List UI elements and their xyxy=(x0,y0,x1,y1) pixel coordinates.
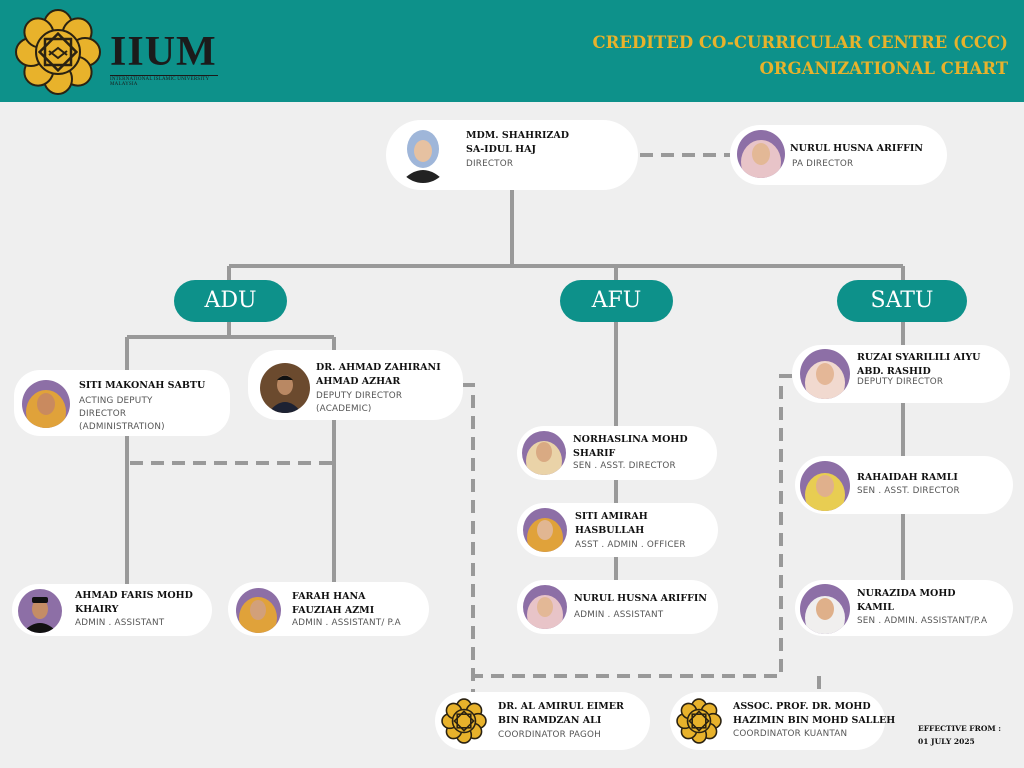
avatar xyxy=(396,127,450,183)
farah-hana-name: FARAH HANA FAUZIAH AZMI xyxy=(292,591,375,616)
norhaslina-name: NORHASLINA MOHD SHARIF xyxy=(573,434,688,459)
nurazida-role: SEN . ADMIN. ASSISTANT/P.A xyxy=(857,616,988,626)
header-banner: IIUM INTERNATIONAL ISLAMIC UNIVERSITY MA… xyxy=(0,0,1024,102)
avatar xyxy=(737,130,785,178)
person-photo-icon xyxy=(396,127,450,183)
rahaidah-role: SEN . ASST. DIRECTOR xyxy=(857,486,960,496)
al-amirul-role: COORDINATOR PAGOH xyxy=(498,730,601,740)
unit-satu: SATU xyxy=(837,280,967,322)
unit-adu: ADU xyxy=(174,280,287,322)
page-title: CREDITED CO-CURRICULAR CENTRE (CCC) ORGA… xyxy=(593,30,1008,82)
avatar xyxy=(800,461,850,511)
hazimin-role: COORDINATOR KUANTAN xyxy=(733,729,848,739)
siti-makonah-role: ACTING DEPUTY DIRECTOR (ADMINISTRATION) xyxy=(79,396,165,432)
person-photo-icon xyxy=(18,589,62,633)
person-photo-icon xyxy=(800,584,850,634)
title-line-1: CREDITED CO-CURRICULAR CENTRE (CCC) xyxy=(592,33,1008,52)
unit-afu: AFU xyxy=(560,280,673,322)
title-line-2: ORGANIZATIONAL CHART xyxy=(759,59,1008,78)
avatar xyxy=(22,380,70,428)
iium-logo-icon xyxy=(15,9,101,95)
al-amirul-name: DR. AL AMIRUL EIMER BIN RAMDZAN ALI xyxy=(498,701,624,726)
ruzai-role: DEPUTY DIRECTOR xyxy=(857,377,944,387)
nurul-husna-afu-role: ADMIN . ASSISTANT xyxy=(574,610,664,620)
avatar xyxy=(800,584,850,634)
ahmad-zahirani-role: DEPUTY DIRECTOR (ACADEMIC) xyxy=(316,391,403,414)
person-photo-icon xyxy=(22,380,70,428)
rahaidah-name: RAHAIDAH RAMLI xyxy=(857,472,958,483)
hazimin-name: ASSOC. PROF. DR. MOHD HAZIMIN BIN MOHD S… xyxy=(733,701,896,726)
avatar xyxy=(522,431,566,475)
ruzai-name: RUZAI SYARILILI AIYU ABD. RASHID xyxy=(857,352,981,377)
pa-director-role: PA DIRECTOR xyxy=(792,159,854,169)
person-photo-icon xyxy=(260,363,310,413)
ahmad-faris-name: AHMAD FARIS MOHD KHAIRY xyxy=(75,590,193,615)
director-name: MDM. SHAHRIZAD SA-IDUL HAJ xyxy=(466,130,569,155)
siti-amirah-name: SITI AMIRAH HASBULLAH xyxy=(575,511,648,536)
iium-logo-subtext: INTERNATIONAL ISLAMIC UNIVERSITY MALAYSI… xyxy=(110,75,218,87)
avatar xyxy=(523,585,567,629)
pa-director-name: NURUL HUSNA ARIFFIN xyxy=(790,143,923,154)
iium-logo-icon xyxy=(676,698,722,744)
person-photo-icon xyxy=(523,585,567,629)
person-photo-icon xyxy=(523,508,567,552)
ahmad-zahirani-name: DR. AHMAD ZAHIRANI AHMAD AZHAR xyxy=(316,362,441,387)
person-photo-icon xyxy=(800,349,850,399)
siti-makonah-name: SITI MAKONAH SABTU xyxy=(79,380,206,391)
director-role: DIRECTOR xyxy=(466,159,514,169)
person-photo-icon xyxy=(800,461,850,511)
siti-amirah-role: ASST . ADMIN . OFFICER xyxy=(575,540,686,550)
person-photo-icon xyxy=(522,431,566,475)
avatar xyxy=(236,588,281,633)
person-photo-icon xyxy=(236,588,281,633)
avatar xyxy=(18,589,62,633)
avatar xyxy=(800,349,850,399)
ahmad-faris-role: ADMIN . ASSISTANT xyxy=(75,618,165,628)
nurazida-name: NURAZIDA MOHD KAMIL xyxy=(857,588,956,613)
effective-date: EFFECTIVE FROM : 01 JULY 2025 xyxy=(918,724,1002,746)
iium-logo-text: IIUM xyxy=(110,29,217,75)
norhaslina-role: SEN . ASST. DIRECTOR xyxy=(573,461,676,471)
person-photo-icon xyxy=(737,130,785,178)
iium-logo-icon xyxy=(441,698,487,744)
farah-hana-role: ADMIN . ASSISTANT/ P.A xyxy=(292,618,401,628)
nurul-husna-afu-name: NURUL HUSNA ARIFFIN xyxy=(574,593,707,604)
avatar xyxy=(260,363,310,413)
avatar xyxy=(523,508,567,552)
